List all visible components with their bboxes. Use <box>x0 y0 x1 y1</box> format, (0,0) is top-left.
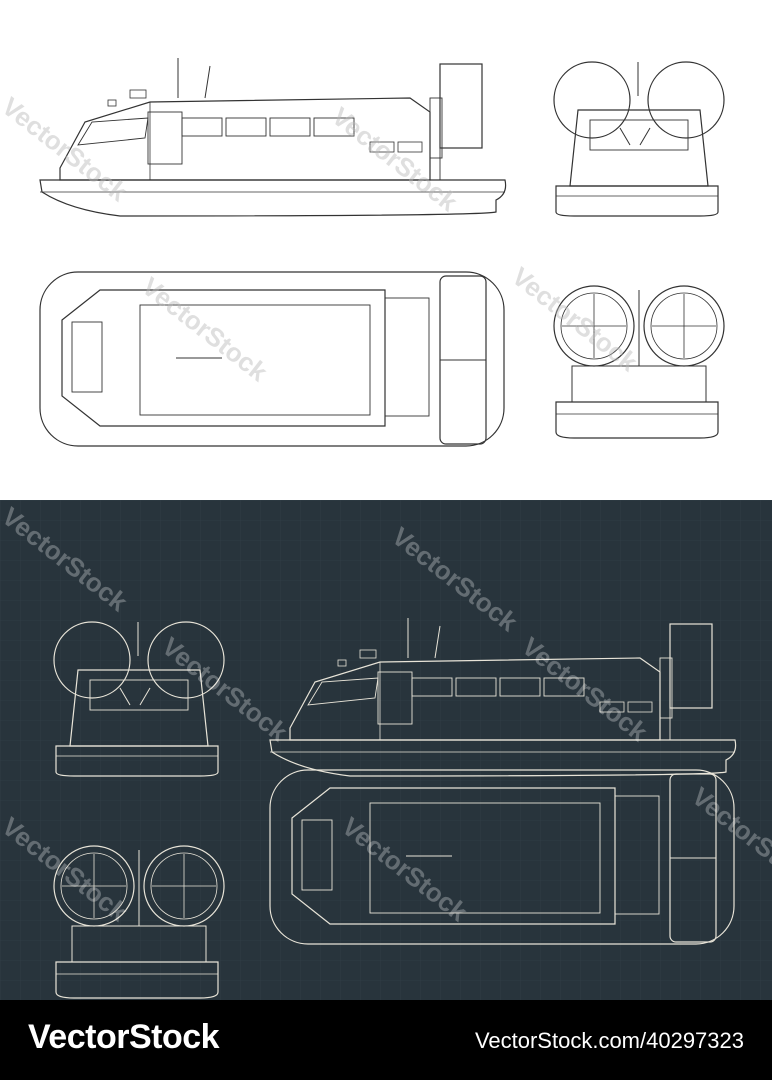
watermark-3: VectorStock <box>506 261 643 377</box>
watermark-2: VectorStock <box>136 271 273 387</box>
brand-logo-text: VectorStock <box>28 1018 220 1056</box>
light-front-view <box>553 61 725 217</box>
image-id: VectorStock.com/40297323 <box>474 1028 744 1053</box>
light-drawings: VectorStock VectorStock VectorStock Vect… <box>0 57 725 447</box>
light-blueprint-panel: VectorStock VectorStock VectorStock Vect… <box>0 0 772 500</box>
dark-blueprint-panel: VectorStock VectorStock VectorStock Vect… <box>0 500 772 1000</box>
watermark-4: VectorStock <box>0 91 134 207</box>
dark-drawings: VectorStock VectorStock VectorStock Vect… <box>0 500 772 1000</box>
footer-bar: VectorStock VectorStock.com/40297323 <box>0 1000 772 1080</box>
light-top-view <box>39 271 505 447</box>
watermark-1: VectorStock <box>326 101 463 217</box>
